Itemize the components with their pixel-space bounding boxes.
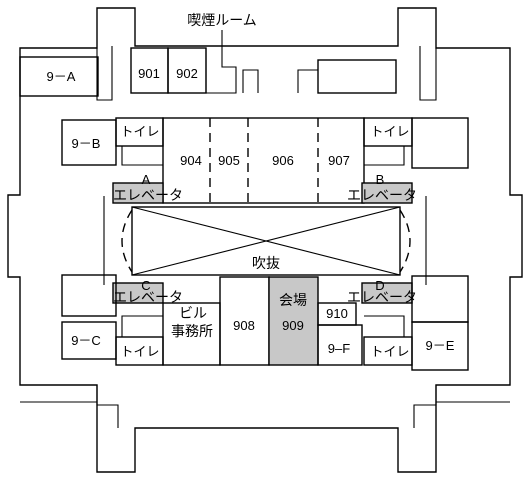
north-rooms-block <box>162 117 365 204</box>
elevator-a-box[interactable] <box>112 182 164 204</box>
elevator-d-letter: D <box>375 278 384 293</box>
se-stair-wall <box>413 385 437 428</box>
room-904-label[interactable]: 904 <box>180 153 202 168</box>
toilet-nw <box>115 117 164 147</box>
nw-stair-wall <box>96 46 113 101</box>
elevator-b-label: エレベータ <box>347 187 417 203</box>
atrium-label: 吹抜 <box>252 255 280 271</box>
room-9c-label[interactable]: 9－C <box>71 333 101 348</box>
room-9f-label[interactable]: 9–F <box>328 341 350 356</box>
building-office-label-1[interactable]: ビル <box>179 305 207 321</box>
room-9a-label[interactable]: 9－A <box>47 69 76 84</box>
toilet-sw-label: トイレ <box>120 344 159 359</box>
atrium-west-curve <box>121 209 133 273</box>
toilet-nw-label: トイレ <box>120 124 159 139</box>
room-9f <box>317 324 363 366</box>
venue-name-label[interactable]: 会場 <box>279 292 307 308</box>
atrium-void <box>131 206 401 276</box>
smoking-room <box>205 48 237 94</box>
room-907-label[interactable]: 907 <box>328 153 350 168</box>
north-core-room <box>317 59 397 94</box>
ne-stair-wall <box>419 46 437 101</box>
elevator-a-label: エレベータ <box>113 187 183 203</box>
sw-stair-wall <box>96 385 119 428</box>
room-905-label[interactable]: 905 <box>218 153 240 168</box>
venue-number-label[interactable]: 909 <box>282 318 304 333</box>
elevator-b-box[interactable] <box>361 182 413 204</box>
east-room-south <box>411 275 469 323</box>
elevator-d-label: エレベータ <box>347 289 417 305</box>
building-office-label-2[interactable]: 事務所 <box>171 323 213 339</box>
room-910-label[interactable]: 910 <box>326 306 348 321</box>
room-9b-label[interactable]: 9－B <box>72 136 101 151</box>
atrium-cross-2 <box>131 206 401 276</box>
toilet-sw-wall <box>121 315 163 337</box>
room-901-label[interactable]: 901 <box>138 66 160 81</box>
elevator-a-letter: A <box>142 172 151 187</box>
toilet-ne-label: トイレ <box>370 124 409 139</box>
east-room-north <box>411 117 469 169</box>
toilet-nw-wall <box>121 146 163 166</box>
toilet-se-label: トイレ <box>370 344 409 359</box>
toilet-ne-wall <box>364 146 405 166</box>
north-core-room-detail <box>297 69 318 93</box>
room-west-south <box>61 274 117 317</box>
room-9e-label[interactable]: 9－E <box>426 338 455 353</box>
room-906-label[interactable]: 906 <box>272 153 294 168</box>
elevator-c-box[interactable] <box>112 282 164 304</box>
atrium-east-curve <box>399 209 411 273</box>
room-908-label[interactable]: 908 <box>233 318 255 333</box>
room-902-label[interactable]: 902 <box>176 66 198 81</box>
elevator-b-letter: B <box>376 172 385 187</box>
elevator-c-label: エレベータ <box>113 289 183 305</box>
room-9a <box>19 56 99 97</box>
toilet-se-wall <box>364 315 405 337</box>
smoking-room-label: 喫煙ルーム <box>187 12 257 28</box>
room-909-venue[interactable] <box>268 276 319 366</box>
elevator-c-letter: C <box>141 278 150 293</box>
smoking-room-partition <box>242 69 259 93</box>
building-outline <box>7 7 523 473</box>
